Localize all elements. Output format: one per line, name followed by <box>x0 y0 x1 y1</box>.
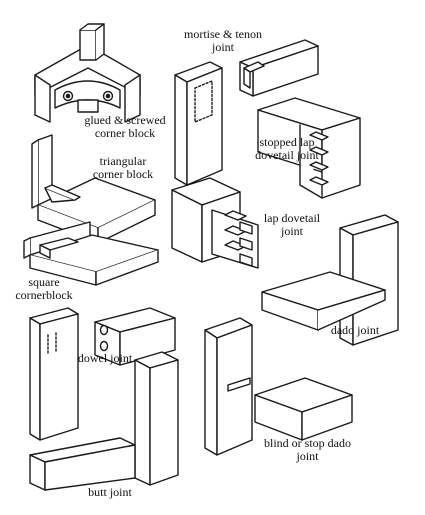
label-glued-screwed-corner-block: glued & screwed corner block <box>70 114 180 140</box>
label-line-1: mortise & tenon <box>184 27 262 41</box>
blind-dado-drawing <box>204 317 353 456</box>
mortise-tenon-drawing <box>174 39 319 186</box>
stopped-lap-dovetail-drawing <box>257 97 361 199</box>
label-line-1: lap dovetail <box>263 211 321 225</box>
label-line-1: blind or stop dado <box>264 436 351 450</box>
dowel-joint-drawing <box>29 307 176 441</box>
triangular-corner-block-drawing <box>31 134 156 244</box>
label-line-1: triangular <box>99 154 147 168</box>
glued-screwed-corner-block-drawing <box>34 23 141 123</box>
label-line-1: dado joint <box>330 323 380 337</box>
label-dado-joint: dado joint <box>320 324 390 337</box>
label-lap-dovetail: lap dovetail joint <box>252 212 332 238</box>
butt-joint-drawing <box>29 351 179 491</box>
label-stopped-lap-dovetail: stopped lap dovetail joint <box>232 136 342 162</box>
label-line-2: joint <box>280 224 303 238</box>
label-line-1: dowel joint <box>77 351 133 365</box>
label-triangular-corner-block: triangular corner block <box>78 155 168 181</box>
label-line-1: glued & screwed <box>84 113 166 127</box>
label-line-2: dovetail joint <box>255 148 319 162</box>
label-line-2: joint <box>211 40 234 54</box>
label-dowel-joint: dowel joint <box>70 352 140 365</box>
label-line-1: square <box>28 275 60 289</box>
label-line-2: joint <box>296 449 319 463</box>
label-line-2: corner block <box>94 126 156 140</box>
dado-joint-drawing <box>261 214 399 346</box>
label-line-1: butt joint <box>88 485 132 499</box>
label-square-cornerblock: square cornerblock <box>4 276 84 302</box>
label-blind-stop-dado: blind or stop dado joint <box>250 437 365 463</box>
square-corner-block-drawing <box>23 221 159 286</box>
label-butt-joint: butt joint <box>75 486 145 499</box>
label-mortise-tenon: mortise & tenon joint <box>168 28 278 54</box>
label-line-2: cornerblock <box>15 288 73 302</box>
label-line-2: corner block <box>92 167 154 181</box>
label-line-1: stopped lap <box>259 135 315 149</box>
lap-dovetail-drawing <box>171 177 259 269</box>
